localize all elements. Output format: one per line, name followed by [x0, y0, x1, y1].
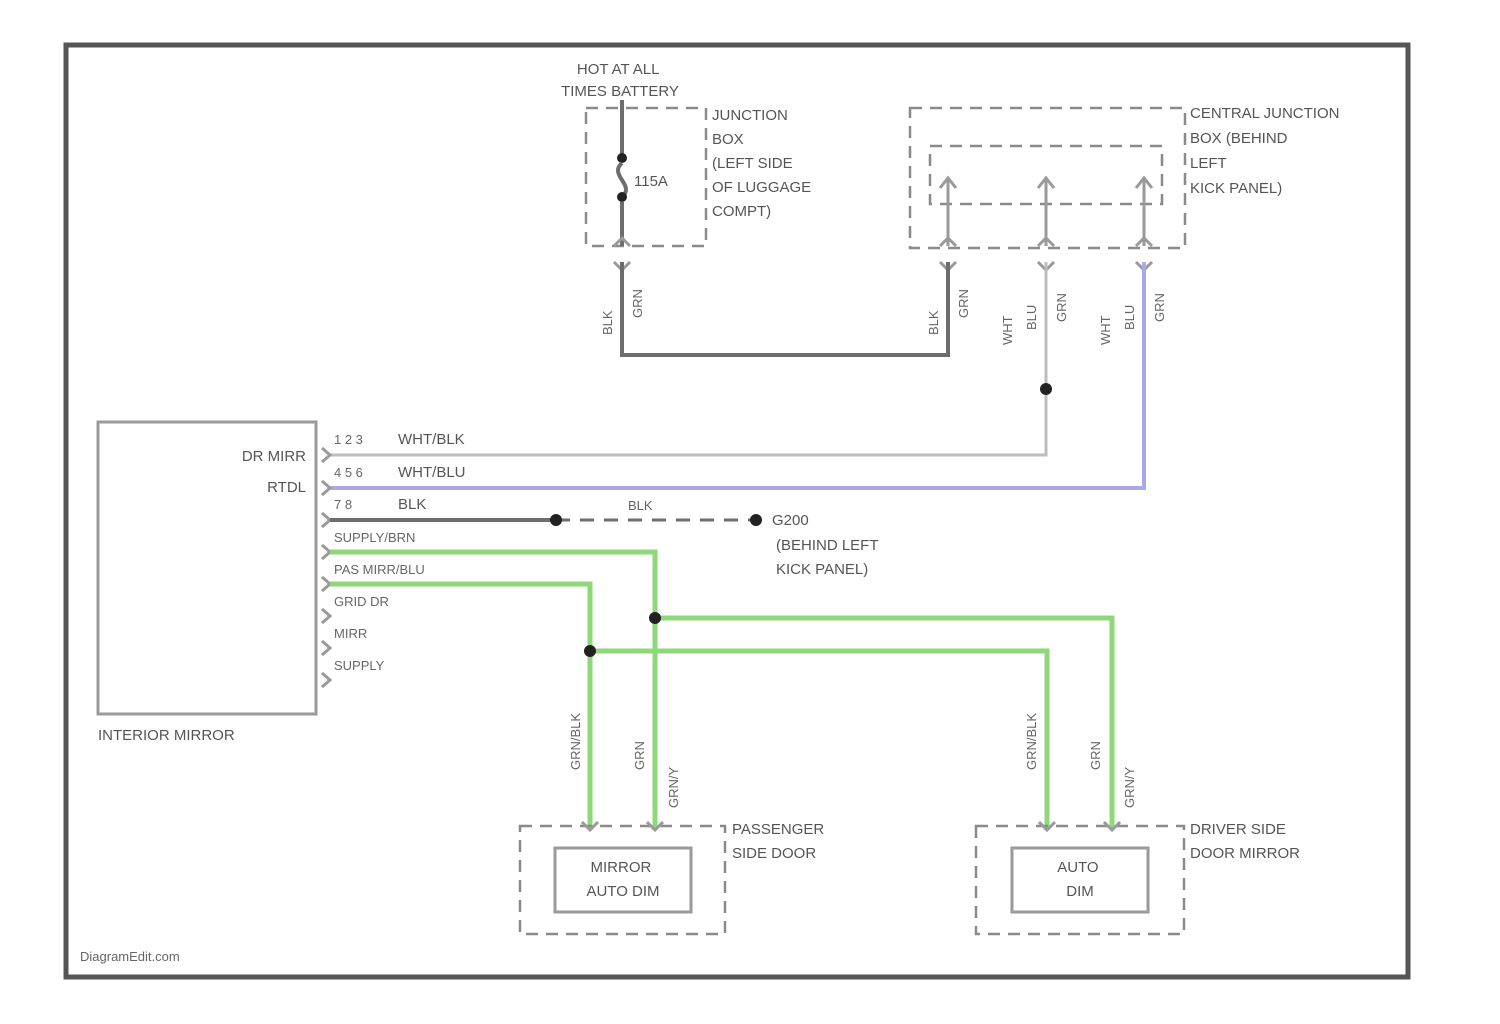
supply-label: SUPPLY: [334, 658, 385, 673]
passenger-door-label: PASSENGER SIDE DOOR: [732, 821, 828, 862]
rtdl-label: RTDL: [267, 479, 306, 496]
svg-text:GRN: GRN: [1152, 293, 1167, 322]
driver-door-label: DRIVER SIDE DOOR MIRROR: [1190, 821, 1300, 862]
wire-code-wht-blk: WHT/BLK: [398, 431, 465, 448]
svg-text:GRN: GRN: [956, 289, 971, 318]
central-junction-label: CENTRAL JUNCTION BOX (BEHIND LEFT KICK P…: [1190, 105, 1344, 197]
wire-grn-2: [330, 584, 590, 830]
junction-box-label: JUNCTION BOX (LEFT SIDE OF LUGGAGE COMPT…: [712, 107, 815, 220]
driver-door-mirror: AUTO DIM: [976, 822, 1184, 934]
svg-text:GRN/Y: GRN/Y: [666, 767, 681, 809]
svg-text:BLU: BLU: [1122, 305, 1137, 330]
interior-mirror: INTERIOR MIRROR DR MIRR RTDL: [98, 422, 316, 744]
vertical-wire-labels: BLK GRN BLK GRN WHT BLU GRN WHT BLU GRN: [600, 289, 1167, 345]
svg-text:GRN: GRN: [1088, 741, 1103, 770]
ground-point: [750, 514, 762, 526]
svg-text:BLK: BLK: [600, 310, 615, 335]
svg-text:BLU: BLU: [1024, 305, 1039, 330]
pins-3: 7 8: [334, 497, 352, 512]
central-junction-box: [910, 108, 1185, 248]
supply-brn-label: SUPPLY/BRN: [334, 530, 415, 545]
junction-box: 115A: [586, 100, 706, 246]
blk-mid-label: BLK: [628, 498, 653, 513]
svg-text:GRN/BLK: GRN/BLK: [568, 713, 583, 770]
svg-text:GRN: GRN: [1054, 293, 1069, 322]
svg-text:BLK: BLK: [926, 310, 941, 335]
pass-label: PAS MIRR/BLU: [334, 562, 425, 577]
svg-text:GRN: GRN: [632, 741, 647, 770]
passenger-door-mirror: MIRROR AUTO DIM: [520, 822, 725, 934]
splice-grn-a: [649, 612, 661, 624]
connector-chevrons: [614, 238, 1152, 270]
mirr-label: MIRR: [334, 626, 367, 641]
wire-blk-grn-loop: [622, 262, 948, 355]
svg-text:GRN: GRN: [630, 289, 645, 318]
svg-text:WHT: WHT: [1098, 315, 1113, 345]
interior-mirror-label: INTERIOR MIRROR: [98, 727, 235, 744]
svg-text:GRN/Y: GRN/Y: [1122, 767, 1137, 809]
svg-text:GRN/BLK: GRN/BLK: [1024, 713, 1039, 770]
splice-grn-b: [584, 645, 596, 657]
battery-label: HOT AT ALL TIMES BATTERY: [561, 61, 679, 100]
grid-dr-label: GRID DR: [334, 594, 389, 609]
watermark: DiagramEdit.com: [80, 949, 180, 964]
wire-grn-4: [590, 651, 1047, 830]
ground-label: G200 (BEHIND LEFT KICK PANEL): [772, 512, 882, 578]
svg-text:WHT: WHT: [1000, 315, 1015, 345]
ground-splice: [550, 514, 562, 526]
mirror-pin-chevrons: [322, 448, 330, 687]
wire-wht-blk: [330, 262, 1046, 455]
pins-2: 4 5 6: [334, 465, 363, 480]
wire-code-blk: BLK: [398, 496, 426, 513]
wire-code-wht-blu: WHT/BLU: [398, 464, 466, 481]
splice-dot: [1040, 383, 1052, 395]
fuse-label: 115A: [634, 173, 668, 190]
dr-mirr-label: DR MIRR: [242, 448, 306, 465]
pins-1: 1 2 3: [334, 432, 363, 447]
